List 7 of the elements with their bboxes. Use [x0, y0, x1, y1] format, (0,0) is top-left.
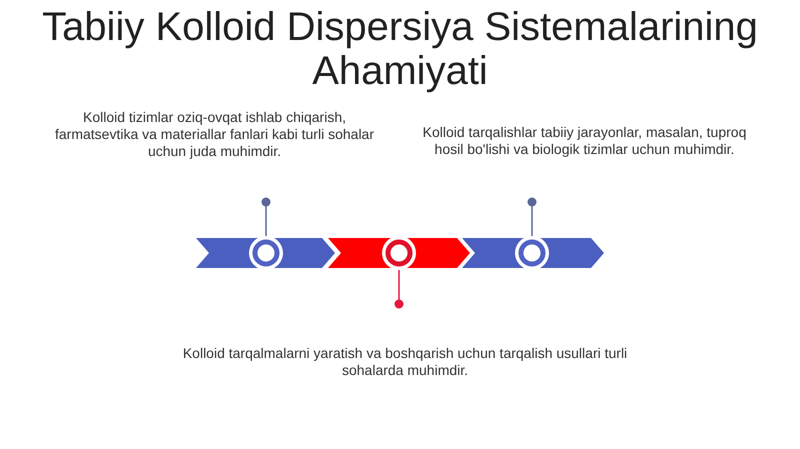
description-text: Kolloid tarqalishlar tabiiy jarayonlar, masalan, tuproq hosil bo'lishi va biologik tizimlar uchun muhimdir.	[422, 124, 748, 158]
description-text: Kolloid tizimlar oziq-ovqat ishlab chiqarish, farmatsevtika va materiallar fanlari kabi turli sohalar uchun juda muhimdir.	[54, 109, 375, 160]
leader-line	[528, 198, 536, 237]
title: Tabiiy Kolloid Dispersiya Sistemalarining Ahamiyati	[41, 5, 759, 93]
leader-line	[262, 198, 270, 237]
description-text: Kolloid tarqalmalarni yaratish va boshqarish uchun tarqalish usullari turli sohalarda muhimdir.	[182, 345, 628, 379]
leader-line	[394, 269, 404, 308]
